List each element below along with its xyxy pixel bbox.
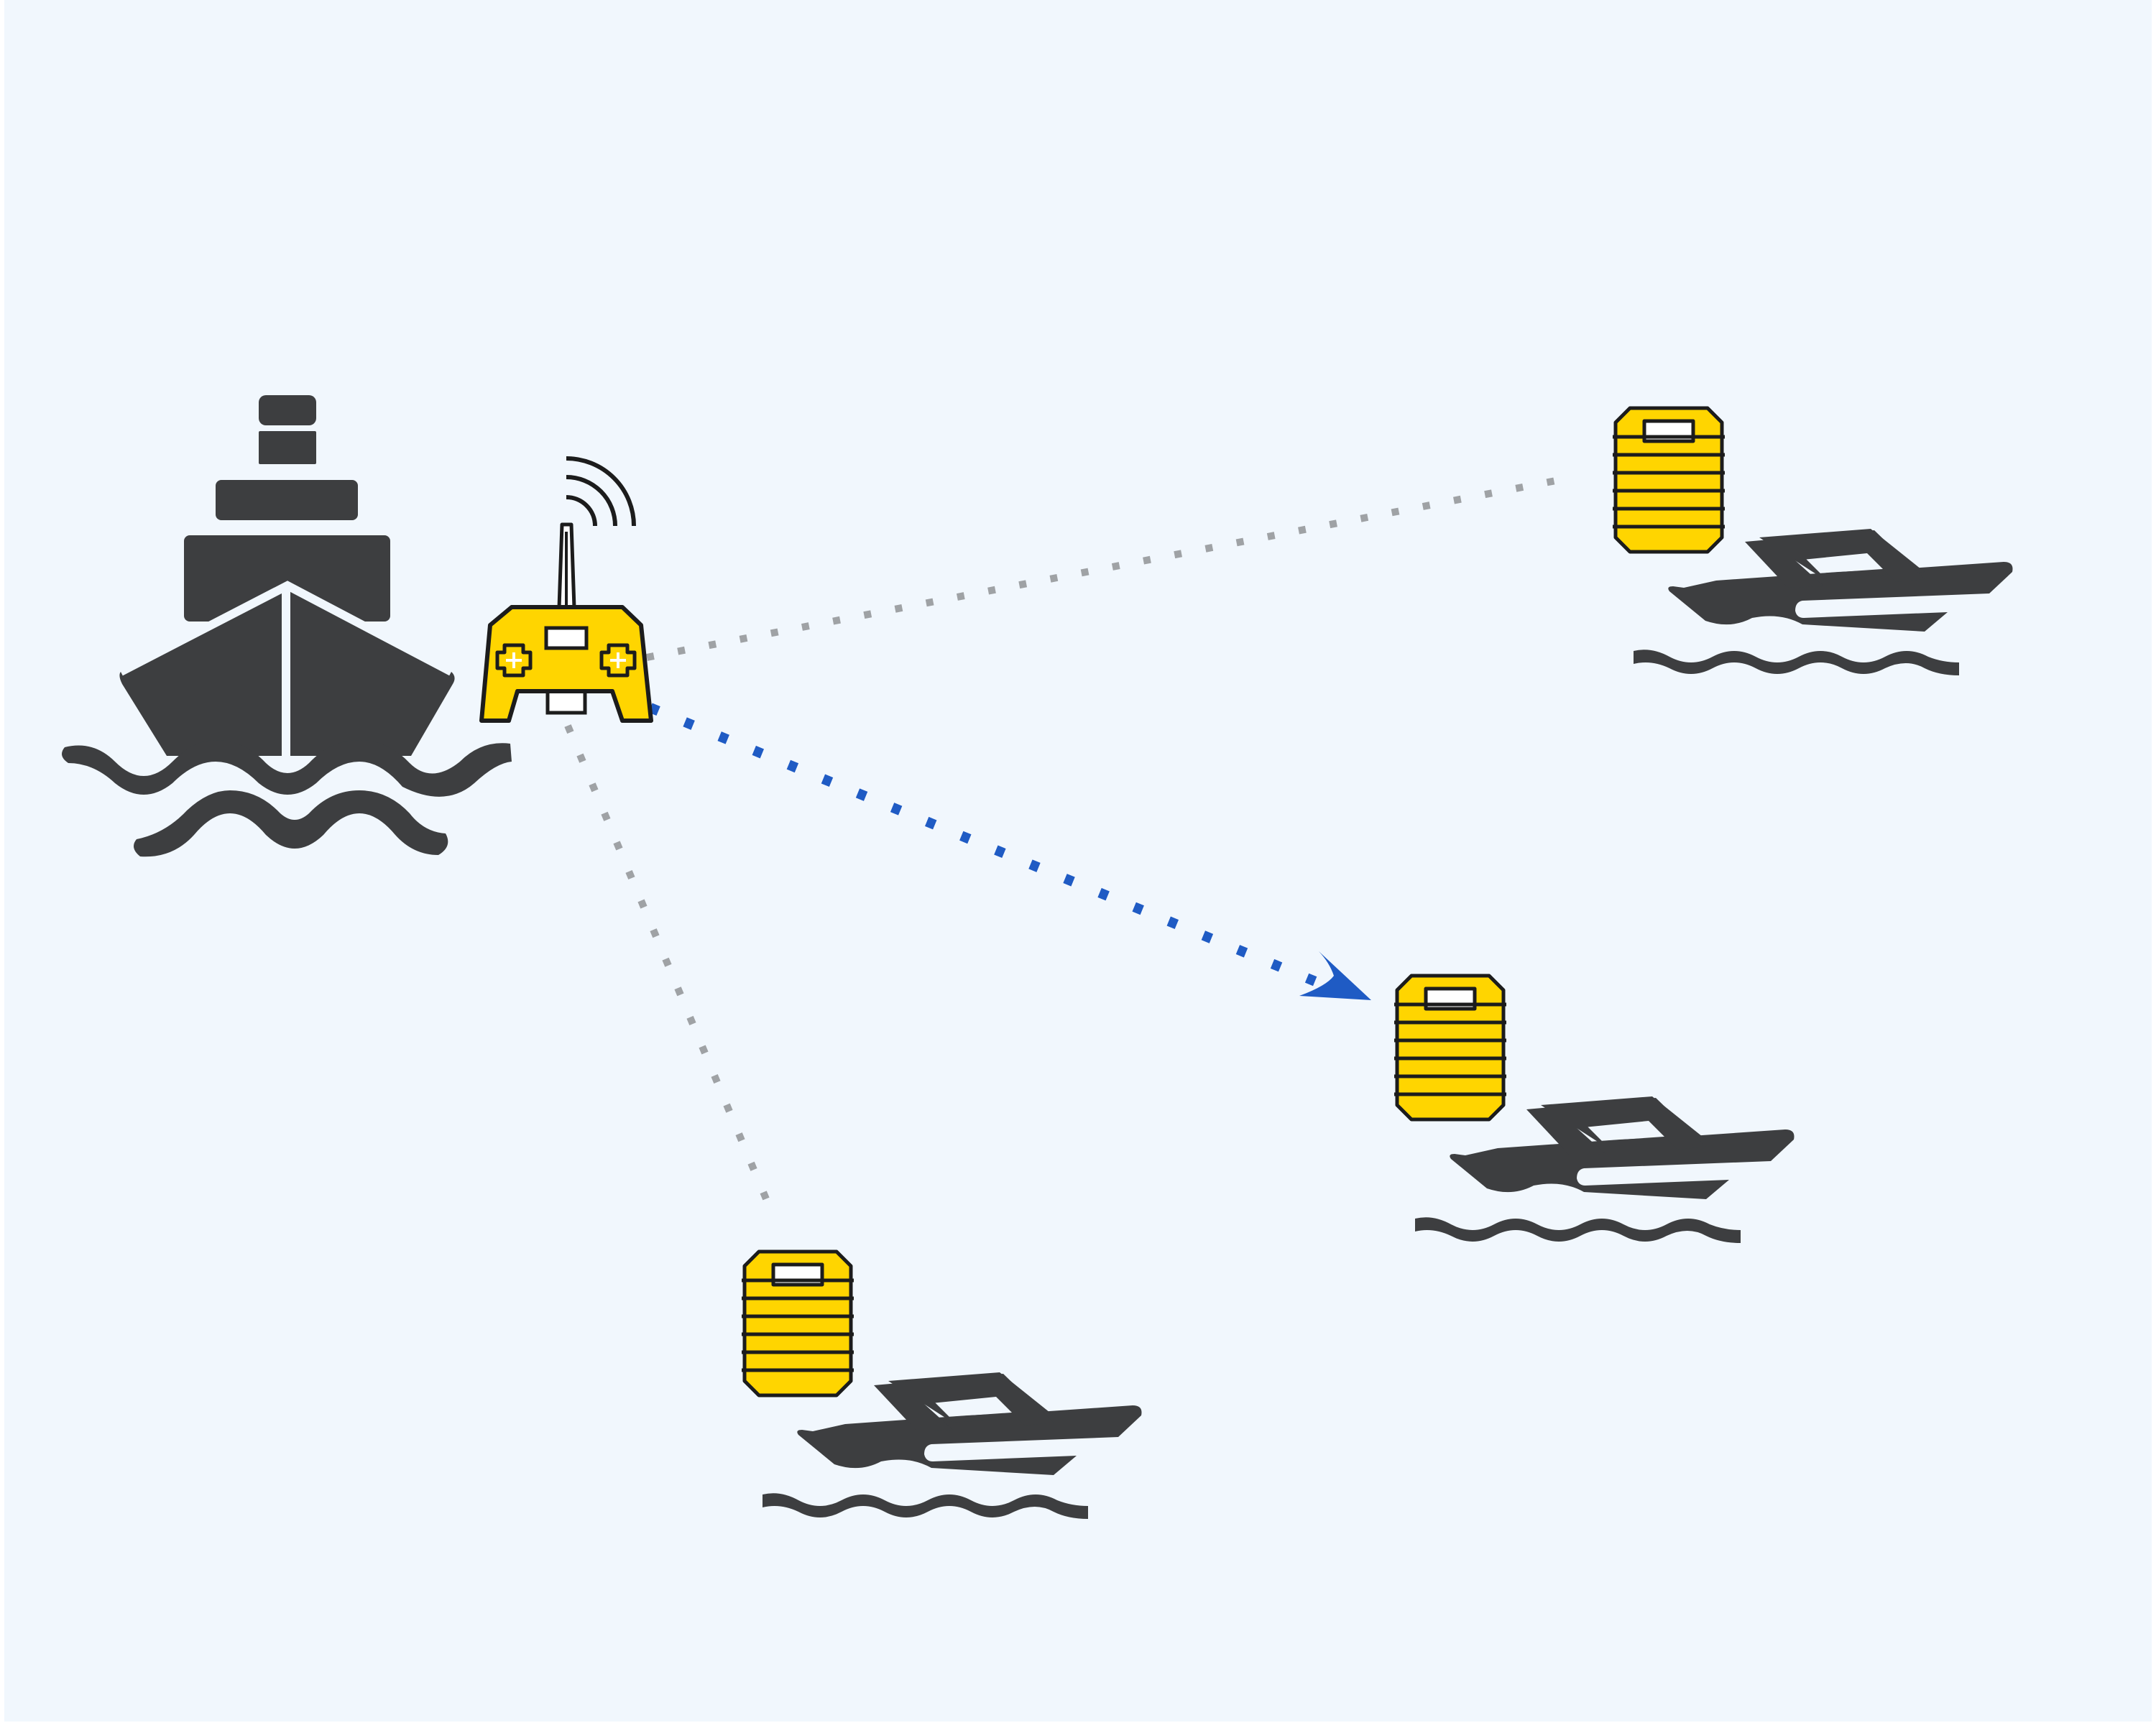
arrowhead-icon [1299,951,1371,1000]
canvas-background [4,0,2152,1722]
wireless-signal-icon [566,456,636,527]
active-link-to-middle-boat [648,703,1371,1000]
cargo-ship-icon [62,395,512,857]
right-dpad-icon [599,643,637,678]
left-dpad-icon [495,643,533,678]
remote-controller-icon [479,456,653,723]
